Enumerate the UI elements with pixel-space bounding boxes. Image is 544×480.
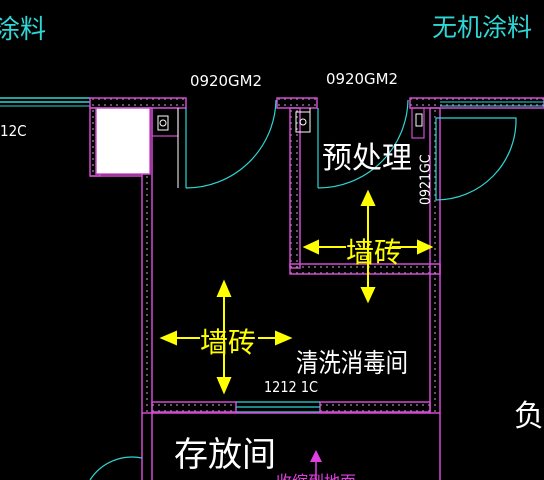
door-left [151, 99, 277, 189]
label-door-left: 0920GM2 [190, 72, 262, 90]
label-top-right-material: 无机涂料 [432, 13, 532, 42]
label-bottom-partial: 收缩到地面 [276, 472, 356, 480]
right-wall [411, 107, 517, 480]
label-room-storage: 存放间 [174, 435, 276, 475]
label-window-bottom: 1212 1C [264, 378, 318, 396]
lower-left-wall [141, 413, 153, 480]
label-door-right: 0920GM2 [326, 70, 398, 88]
storage-door-arc [89, 456, 143, 480]
window-left-lines [0, 97, 90, 107]
section-marker [310, 450, 322, 480]
structural-column [95, 107, 151, 175]
label-tile-upper: 墙砖 [346, 236, 402, 269]
label-room-pretreatment: 预处理 [322, 141, 412, 176]
label-window-vertical: 0921GC [418, 154, 434, 205]
window-right-top [440, 101, 544, 107]
label-edge-glyph: 负 [514, 399, 544, 434]
bottom-wall [151, 401, 431, 414]
tile-arrows-upper [302, 189, 434, 304]
label-window-left: 12C [0, 122, 27, 140]
label-room-cleaning: 清洗消毒间 [296, 349, 408, 379]
door-right [317, 99, 409, 189]
label-top-left-material: 涂料 [0, 15, 46, 45]
tile-arrows-lower [159, 279, 293, 395]
label-tile-lower: 墙砖 [200, 326, 256, 359]
